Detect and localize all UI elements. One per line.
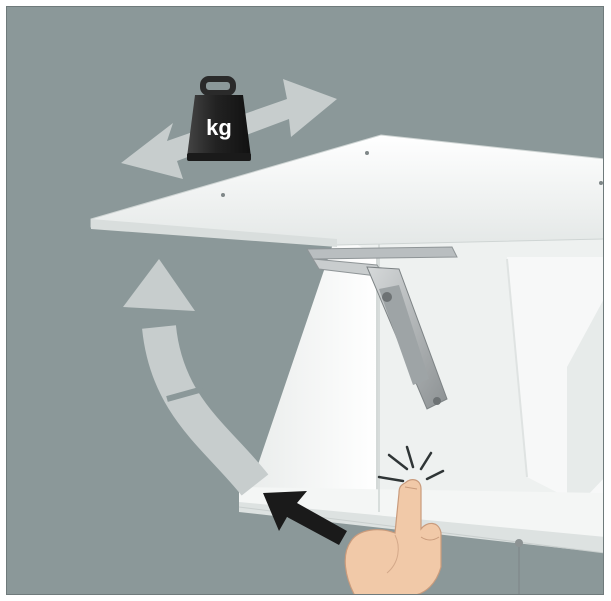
hinge-screw xyxy=(515,539,523,547)
weight-label: kg xyxy=(206,115,232,140)
illustration-frame: kg xyxy=(6,6,604,595)
curved-arrow-icon xyxy=(123,259,255,485)
weight-icon: kg xyxy=(187,79,251,161)
cabinet-illustration: kg xyxy=(7,7,604,595)
